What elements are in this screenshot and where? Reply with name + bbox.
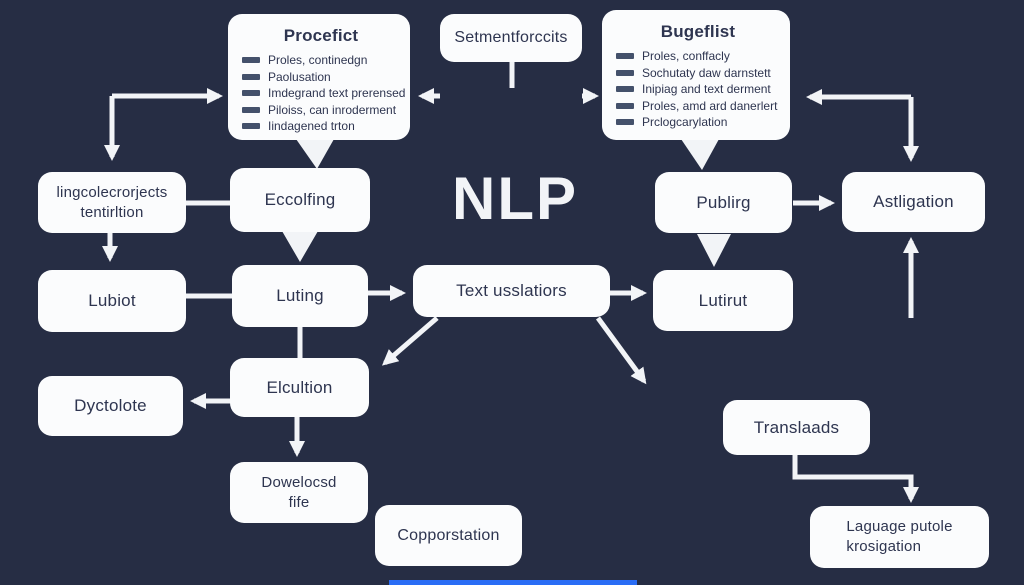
list-item: Proles, conffacly	[616, 48, 780, 65]
node-astligation: Astligation	[842, 172, 985, 232]
node-copporstation: Copporstation	[375, 505, 522, 566]
list-item: Iindagened trton	[242, 118, 400, 135]
node-bugeflist-title: Bugeflist	[660, 22, 736, 41]
bullet-dash-icon	[242, 106, 260, 113]
node-lubiot: Lubiot	[38, 270, 186, 332]
bullet-dash-icon	[616, 119, 634, 126]
list-item: Sochutaty daw darnstett	[616, 65, 780, 82]
arrow-eccolfing-to-luting	[282, 231, 318, 262]
bullet-dash-icon	[616, 69, 634, 76]
list-item: Imdegrand text prerensed	[242, 85, 405, 102]
node-procefict-list: Proles, continedgn Paolusation Imdegrand…	[242, 52, 405, 135]
bullet-dash-icon	[242, 123, 260, 130]
arrow-publirg-to-lutirut	[697, 234, 731, 267]
node-bugeflist: Bugeflist Proles, conffacly Sochutaty da…	[602, 10, 790, 140]
node-procefict: Procefict Proles, continedgn Paolusation…	[228, 14, 410, 140]
node-bugeflist-list: Proles, conffacly Sochutaty daw darnstet…	[616, 48, 780, 131]
node-lutirut: Lutirut	[653, 270, 793, 331]
bottom-accent-bar	[389, 580, 637, 585]
node-text-usslatiors: Text usslatiors	[413, 265, 610, 317]
node-elcultion: Elcultion	[230, 358, 369, 417]
bullet-dash-icon	[616, 53, 634, 60]
list-item: Paolusation	[242, 69, 400, 86]
arrow-textusslatiors-to-elcultion	[381, 316, 439, 366]
list-item: Proles, amd ard danerlert	[616, 98, 780, 115]
list-item: Prclogcarylation	[616, 114, 780, 131]
bullet-dash-icon	[242, 90, 260, 97]
bullet-dash-icon	[242, 73, 260, 80]
list-item: Inipiag and text derment	[616, 81, 780, 98]
arrow-procefict-to-eccolfing	[296, 139, 334, 169]
arrow-textusslatiors-diagonal-right	[595, 316, 647, 385]
bullet-dash-icon	[242, 57, 260, 64]
node-setmentforccits: Setmentforccits	[440, 14, 582, 62]
bullet-dash-icon	[616, 86, 634, 93]
arrow-translaads-to-laguage	[792, 455, 920, 504]
node-procefict-title: Procefict	[283, 26, 359, 45]
bullet-dash-icon	[616, 102, 634, 109]
node-luting: Luting	[232, 265, 368, 327]
node-eccolfing: Eccolfing	[230, 168, 370, 232]
node-dyctolote: Dyctolote	[38, 376, 183, 436]
list-item: Proles, continedgn	[242, 52, 400, 69]
diagram-title: NLP	[452, 164, 578, 232]
list-item: Piloiss, can inroderment	[242, 102, 400, 119]
node-translaads: Translaads	[723, 400, 870, 455]
node-publirg: Publirg	[655, 172, 792, 233]
arrow-bugeflist-to-publirg	[681, 139, 719, 170]
